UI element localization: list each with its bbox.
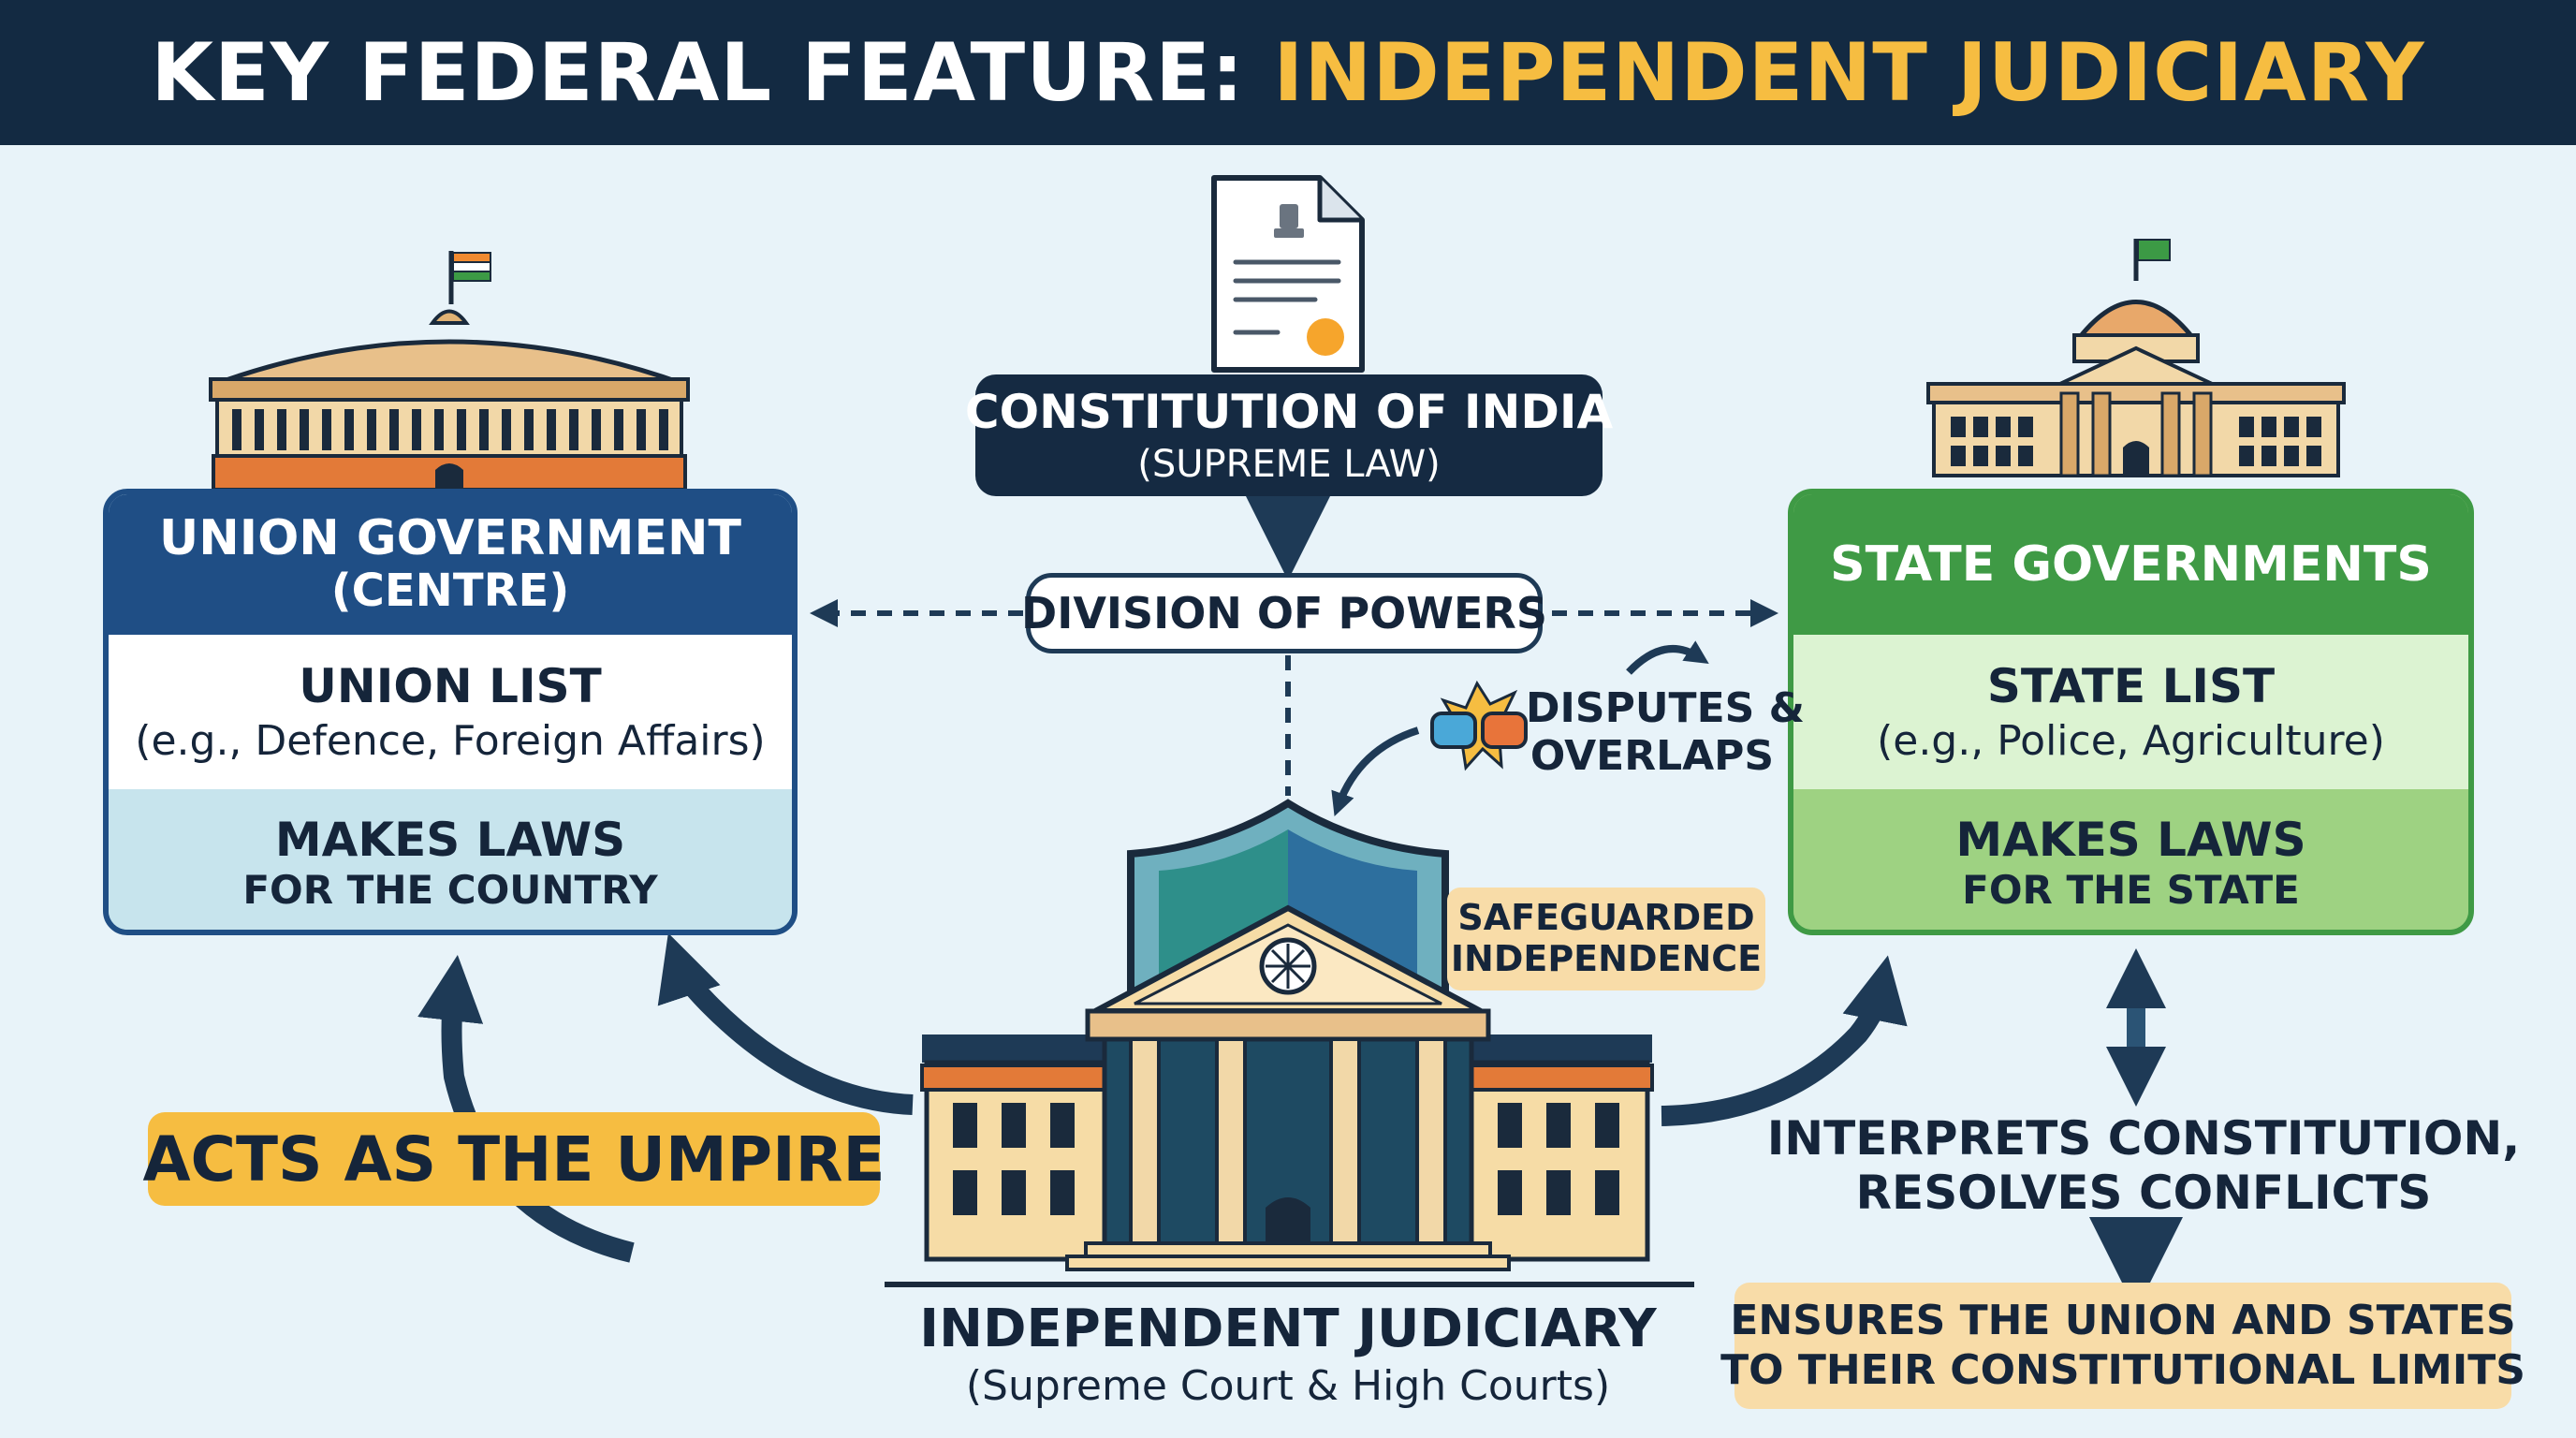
union-title: UNION GOVERNMENT [159, 509, 741, 566]
state-list-section: STATE LIST (e.g., Police, Agriculture) [1793, 635, 2468, 789]
safeguard-line2: INDEPENDENCE [1450, 938, 1763, 979]
arrow-judiciary-to-union [657, 932, 914, 1115]
court-building-icon [885, 904, 1694, 1287]
ensures-limits-box: ENSURES THE UNION AND STATES TO THEIR CO… [1720, 1283, 2525, 1409]
union-list-title: UNION LIST [299, 659, 602, 713]
constitution-box: CONSTITUTION OF INDIA (SUPREME LAW) [965, 374, 1613, 496]
state-header: STATE GOVERNMENTS [1793, 494, 2468, 635]
union-laws-subtitle: FOR THE COUNTRY [242, 866, 658, 913]
title-accent: INDEPENDENT JUDICIARY [1273, 25, 2425, 120]
state-list-title: STATE LIST [1986, 659, 2276, 713]
constitution-subtitle: (SUPREME LAW) [1137, 443, 1441, 486]
union-laws-section: MAKES LAWS FOR THE COUNTRY [109, 789, 792, 930]
union-list-example: (e.g., Defence, Foreign Affairs) [135, 717, 766, 765]
state-laws-subtitle: FOR THE STATE [1962, 866, 2300, 913]
union-header: UNION GOVERNMENT (CENTRE) [109, 494, 792, 635]
state-laws-section: MAKES LAWS FOR THE STATE [1793, 789, 2468, 930]
ensures-line2: TO THEIR CONSTITUTIONAL LIMITS [1720, 1345, 2525, 1394]
arrow-disputes-to-judiciary [1331, 726, 1420, 817]
division-of-powers-pill: DIVISION OF POWERS [1021, 573, 1547, 653]
judiciary-subtitle: (Supreme Court & High Courts) [965, 1362, 1611, 1411]
constitution-title: CONSTITUTION OF INDIA [964, 385, 1614, 439]
safeguard-line1: SAFEGUARDED [1457, 897, 1755, 939]
judiciary-title: INDEPENDENT JUDICIARY [919, 1299, 1657, 1359]
umpire-badge: ACTS AS THE UMPIRE [142, 1112, 886, 1206]
union-subtitle: (CENTRE) [330, 565, 570, 617]
ensures-line1: ENSURES THE UNION AND STATES [1730, 1296, 2516, 1344]
arrow-disputes-curve [1626, 640, 1709, 675]
parliament-icon [209, 251, 690, 492]
union-government-box: UNION GOVERNMENT (CENTRE) UNION LIST (e.… [103, 489, 798, 935]
header-bar: KEY FEDERAL FEATURE: INDEPENDENT JUDICIA… [0, 0, 2576, 145]
disputes-label: DISPUTES & OVERLAPS [1526, 684, 1806, 780]
constitution-document-icon [1211, 175, 1365, 373]
title-prefix: KEY FEDERAL FEATURE: [151, 25, 1274, 120]
disputes-line1: DISPUTES & [1526, 684, 1806, 732]
page-title: KEY FEDERAL FEATURE: INDEPENDENT JUDICIA… [151, 26, 2424, 120]
safeguarded-independence-badge: SAFEGUARDED INDEPENDENCE [1447, 888, 1765, 990]
union-list-section: UNION LIST (e.g., Defence, Foreign Affai… [109, 635, 792, 789]
state-laws-title: MAKES LAWS [1955, 812, 2306, 867]
interprets-line1: INTERPRETS CONSTITUTION, [1766, 1111, 2521, 1166]
disputes-line2: OVERLAPS [1530, 731, 1775, 780]
state-title: STATE GOVERNMENTS [1830, 536, 2432, 593]
arrow-judiciary-to-state [1661, 955, 1908, 1126]
division-label: DIVISION OF POWERS [1021, 588, 1547, 638]
interprets-label: INTERPRETS CONSTITUTION, RESOLVES CONFLI… [1760, 1111, 2527, 1220]
interprets-line2: RESOLVES CONFLICTS [1855, 1165, 2432, 1220]
union-laws-title: MAKES LAWS [274, 812, 626, 867]
state-governments-box: STATE GOVERNMENTS STATE LIST (e.g., Poli… [1788, 489, 2474, 935]
state-list-example: (e.g., Police, Agriculture) [1877, 717, 2385, 765]
clashing-hands-icon [1430, 680, 1528, 771]
umpire-label: ACTS AS THE UMPIRE [142, 1123, 886, 1196]
judiciary-label: INDEPENDENT JUDICIARY (Supreme Court & H… [820, 1299, 1756, 1411]
state-assembly-icon [1926, 239, 2346, 477]
